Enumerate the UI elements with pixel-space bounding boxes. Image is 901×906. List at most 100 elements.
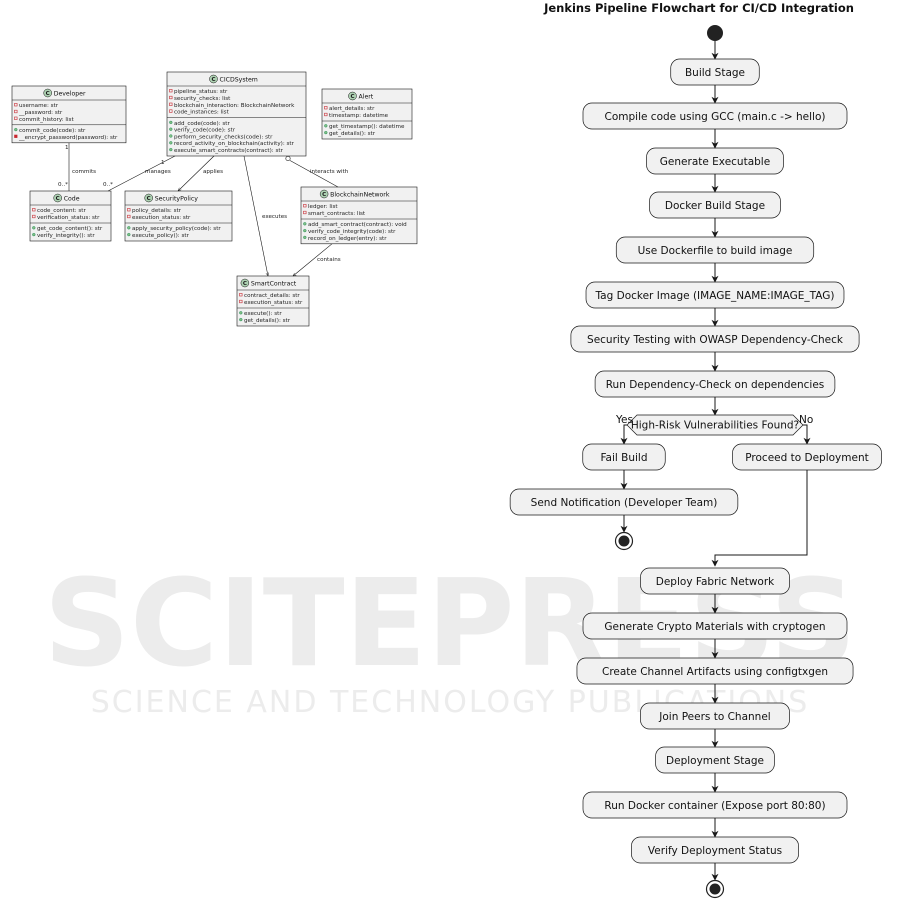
deploy-step-4: Deployment Stage bbox=[655, 746, 775, 774]
activity-label: Compile code using GCC (main.c -> hello) bbox=[605, 111, 826, 123]
class-icon-letter: C bbox=[243, 281, 247, 287]
activity-label: Generate Crypto Materials with cryptogen bbox=[604, 621, 825, 633]
activity-label: Tag Docker Image (IMAGE_NAME:IMAGE_TAG) bbox=[595, 290, 835, 302]
class-attribute: username: str bbox=[19, 103, 59, 109]
deploy-step-2: Create Channel Artifacts using configtxg… bbox=[576, 657, 854, 685]
class-attribute: verification_status: str bbox=[37, 215, 100, 221]
activity-label: Verify Deployment Status bbox=[648, 845, 782, 857]
activity-label: Run Dependency-Check on dependencies bbox=[606, 379, 825, 391]
start-node bbox=[707, 25, 723, 41]
decision-yes-label: Yes bbox=[615, 414, 633, 426]
step-4: Use Dockerfile to build image bbox=[615, 236, 815, 264]
step-7: Run Dependency-Check on dependencies bbox=[594, 370, 836, 398]
class-method: record_on_ledger(entry): str bbox=[308, 236, 387, 242]
relation-label: commits bbox=[72, 169, 96, 175]
class-attribute: commit_history: list bbox=[19, 117, 74, 123]
activity-label: Use Dockerfile to build image bbox=[638, 245, 793, 257]
public-marker bbox=[169, 120, 173, 124]
decision-no-label: No bbox=[799, 414, 813, 426]
class-method: execute_policy(): str bbox=[132, 233, 190, 239]
private-marker bbox=[14, 116, 18, 120]
branch-no-arrow bbox=[803, 424, 811, 445]
class-attribute: __password: str bbox=[18, 110, 63, 116]
flowchart-title: Jenkins Pipeline Flowchart for CI/CD Int… bbox=[543, 1, 854, 15]
class-method: execute(): str bbox=[244, 311, 282, 317]
deploy-step-5: Run Docker container (Expose port 80:80) bbox=[582, 791, 848, 819]
relation-label: contains bbox=[317, 257, 341, 263]
class-icon-letter: C bbox=[350, 94, 354, 100]
class-attribute: alert_details: str bbox=[329, 106, 375, 112]
class-icon-letter: C bbox=[211, 77, 215, 83]
activity-label: Build Stage bbox=[685, 67, 745, 79]
class-attribute: pipeline_status: str bbox=[174, 89, 228, 95]
class-method: perform_security_checks(code): str bbox=[174, 134, 273, 140]
class-attribute: timestamp: datetime bbox=[329, 113, 389, 119]
private-marker bbox=[169, 89, 173, 93]
step-1: Compile code using GCC (main.c -> hello) bbox=[582, 102, 848, 130]
class-method: get_code_content(): str bbox=[37, 226, 103, 232]
class-icon-letter: C bbox=[46, 91, 50, 97]
activity-label: Docker Build Stage bbox=[665, 200, 765, 212]
public-marker bbox=[324, 131, 328, 135]
class-icon bbox=[319, 189, 329, 199]
private-marker bbox=[127, 214, 131, 219]
multiplicity: 0..* bbox=[58, 182, 68, 188]
class-method: get_timestamp(): datetime bbox=[329, 124, 405, 130]
multiplicity: 1 bbox=[65, 145, 69, 151]
deploy-step-3: Join Peers to Channel bbox=[640, 702, 790, 730]
activity-label: Deploy Fabric Network bbox=[656, 576, 775, 588]
activity-label: Security Testing with OWASP Dependency-C… bbox=[587, 334, 844, 346]
class-icon bbox=[144, 193, 153, 203]
private-marker bbox=[324, 106, 328, 110]
relation-label: manages bbox=[145, 169, 171, 175]
private-marker bbox=[32, 214, 36, 219]
deploy-step-1: Generate Crypto Materials with cryptogen bbox=[582, 612, 848, 640]
relation-label: executes bbox=[262, 214, 287, 220]
class-icon-letter: C bbox=[56, 196, 60, 202]
class-box bbox=[236, 275, 310, 327]
fail-build: Fail Build bbox=[582, 443, 666, 471]
class-method: execute_smart_contracts(contract): str bbox=[174, 148, 284, 154]
activity-label: Send Notification (Developer Team) bbox=[531, 497, 718, 509]
class-name: BlockchainNetwork bbox=[330, 191, 390, 198]
activity-label: Proceed to Deployment bbox=[745, 452, 868, 464]
class-name: Alert bbox=[359, 93, 374, 100]
class-attribute: smart_contracts: list bbox=[308, 211, 366, 217]
class-name: CICDSystem bbox=[220, 76, 258, 83]
decision-label: High-Risk Vulnerabilities Found? bbox=[631, 420, 799, 432]
private-marker bbox=[14, 103, 18, 107]
multiplicity: 0..* bbox=[103, 182, 113, 188]
class-box bbox=[300, 186, 418, 245]
class-method: commit_code(code): str bbox=[19, 128, 86, 134]
public-marker bbox=[127, 233, 131, 237]
step-5: Tag Docker Image (IMAGE_NAME:IMAGE_TAG) bbox=[585, 281, 845, 309]
private-marker bbox=[239, 299, 243, 304]
class-box bbox=[321, 88, 413, 140]
activity-label: Generate Executable bbox=[660, 156, 770, 168]
activity-label: Join Peers to Channel bbox=[658, 711, 770, 723]
multiplicity: 1 bbox=[161, 160, 165, 166]
public-marker bbox=[324, 124, 328, 128]
class-method: __encrypt_password(password): str bbox=[18, 135, 118, 141]
public-marker bbox=[239, 318, 243, 322]
relation-executes bbox=[243, 155, 268, 276]
step-0: Build Stage bbox=[670, 58, 760, 86]
public-marker bbox=[14, 128, 18, 132]
relation-label: applies bbox=[203, 169, 223, 175]
relation-contains bbox=[293, 243, 333, 276]
deploy-step-0: Deploy Fabric Network bbox=[640, 567, 790, 595]
proceed-deployment: Proceed to Deployment bbox=[732, 443, 882, 471]
send-notification: Send Notification (Developer Team) bbox=[509, 488, 739, 516]
class-method: apply_security_policy(code): str bbox=[132, 226, 221, 232]
activity-label: Deployment Stage bbox=[666, 755, 764, 767]
class-name: SmartContract bbox=[251, 280, 297, 287]
class-name: Developer bbox=[54, 90, 86, 97]
private-marker bbox=[14, 134, 18, 138]
class-icon bbox=[43, 88, 52, 98]
